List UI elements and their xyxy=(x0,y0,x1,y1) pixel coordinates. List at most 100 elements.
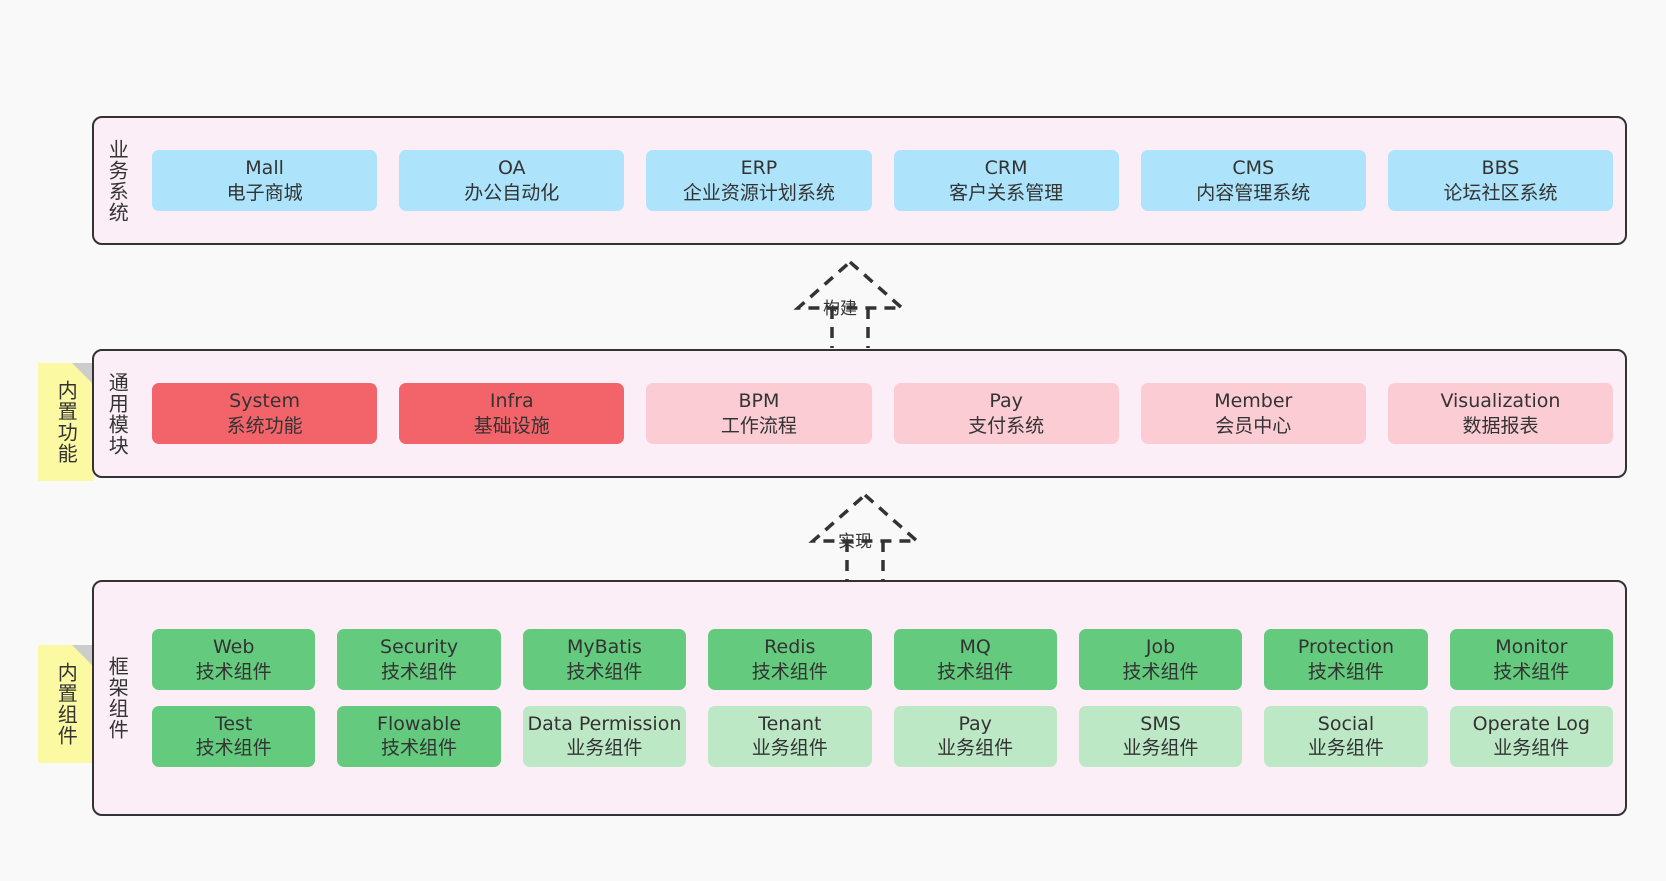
module-desc: 内容管理系统 xyxy=(1196,181,1311,204)
module-name: Redis xyxy=(764,636,816,659)
module-name: Social xyxy=(1317,713,1375,735)
module-card-mq[interactable]: MQ 技术组件 xyxy=(893,629,1057,690)
module-card-job[interactable]: Job 技术组件 xyxy=(1078,629,1243,690)
module-card-web[interactable]: Web 技术组件 xyxy=(152,629,316,690)
module-name: BPM xyxy=(738,390,780,413)
module-card-test[interactable]: Test 技术组件 xyxy=(152,706,316,767)
module-card-protection[interactable]: Protection 技术组件 xyxy=(1264,629,1428,690)
module-desc: 技术组件 xyxy=(195,660,272,683)
module-card-mybatis[interactable]: MyBatis 技术组件 xyxy=(522,629,687,690)
note-builtin-components: 内置组件 xyxy=(38,645,94,763)
module-desc: 技术组件 xyxy=(937,660,1014,683)
module-name: Test xyxy=(214,713,253,735)
module-name: CMS xyxy=(1232,157,1275,180)
module-name: Protection xyxy=(1297,636,1394,659)
layer-row: Mall 电子商城 OA 办公自动化 ERP 企业资源计划系统 CRM 客户关系… xyxy=(152,150,1614,211)
module-name: Member xyxy=(1214,390,1293,413)
connector-implement-label: 实现 xyxy=(838,532,872,552)
module-desc: 技术组件 xyxy=(381,660,458,683)
module-card-mall[interactable]: Mall 电子商城 xyxy=(152,150,378,211)
module-card-bpm[interactable]: BPM 工作流程 xyxy=(646,383,872,444)
layer-common-modules: 通用模块 System 系统功能 Infra 基础设施 BPM 工作流程 Pay… xyxy=(92,349,1627,478)
module-name: Job xyxy=(1145,636,1176,659)
module-desc: 客户关系管理 xyxy=(949,181,1064,204)
module-desc: 业务组件 xyxy=(751,737,828,760)
module-card-social[interactable]: Social 业务组件 xyxy=(1264,706,1428,767)
module-name: Web xyxy=(212,636,255,659)
module-desc: 技术组件 xyxy=(195,737,272,760)
module-desc: 业务组件 xyxy=(1307,737,1384,760)
module-name: ERP xyxy=(740,157,778,180)
module-card-crm[interactable]: CRM 客户关系管理 xyxy=(893,150,1119,211)
module-desc: 系统功能 xyxy=(226,414,303,437)
module-card-erp[interactable]: ERP 企业资源计划系统 xyxy=(646,150,872,211)
module-card-system[interactable]: System 系统功能 xyxy=(152,383,378,444)
layer-title-framework: 框架组件 xyxy=(105,656,130,740)
module-desc: 办公自动化 xyxy=(464,181,560,204)
module-desc: 支付系统 xyxy=(968,414,1045,437)
module-desc: 论坛社区系统 xyxy=(1443,181,1558,204)
note-builtin-functions: 内置功能 xyxy=(38,363,94,481)
layer-body-business: Mall 电子商城 OA 办公自动化 ERP 企业资源计划系统 CRM 客户关系… xyxy=(140,118,1625,243)
module-card-infra[interactable]: Infra 基础设施 xyxy=(399,383,625,444)
module-card-sms[interactable]: SMS 业务组件 xyxy=(1078,706,1243,767)
module-name: SMS xyxy=(1140,713,1181,735)
layer-title-common: 通用模块 xyxy=(105,371,130,456)
module-card-cms[interactable]: CMS 内容管理系统 xyxy=(1140,150,1366,211)
module-card-oa[interactable]: OA 办公自动化 xyxy=(399,150,625,211)
module-desc: 业务组件 xyxy=(1493,737,1570,760)
module-name: BBS xyxy=(1481,157,1520,180)
layer-body-framework: Web 技术组件 Security 技术组件 MyBatis 技术组件 Redi… xyxy=(140,582,1625,814)
module-name: Operate Log xyxy=(1472,713,1590,735)
note-fold-corner-icon xyxy=(72,363,94,385)
module-name: MyBatis xyxy=(566,636,642,659)
module-name: Pay xyxy=(958,713,992,735)
module-desc: 技术组件 xyxy=(1307,660,1384,683)
module-desc: 技术组件 xyxy=(381,737,458,760)
module-card-tenant[interactable]: Tenant 业务组件 xyxy=(708,706,872,767)
note-text: 内置组件 xyxy=(54,662,79,746)
layer-business-systems: 业务系统 Mall 电子商城 OA 办公自动化 ERP 企业资源计划系统 CRM… xyxy=(92,116,1627,245)
layer-framework-components: 框架组件 Web 技术组件 Security 技术组件 MyBatis 技术组件… xyxy=(92,580,1627,816)
connector-build-label: 构建 xyxy=(823,299,857,319)
module-card-redis[interactable]: Redis 技术组件 xyxy=(708,629,872,690)
module-name: Data Permission xyxy=(527,713,682,735)
module-card-visualization[interactable]: Visualization 数据报表 xyxy=(1387,383,1614,444)
module-card-member[interactable]: Member 会员中心 xyxy=(1140,383,1366,444)
module-card-pay[interactable]: Pay 支付系统 xyxy=(893,383,1119,444)
module-card-bbs[interactable]: BBS 论坛社区系统 xyxy=(1387,150,1614,211)
module-card-security[interactable]: Security 技术组件 xyxy=(337,629,501,690)
module-card-data-permission[interactable]: Data Permission 业务组件 xyxy=(522,706,687,767)
module-desc: 基础设施 xyxy=(473,414,550,437)
module-desc: 技术组件 xyxy=(751,660,828,683)
module-card-pay-business[interactable]: Pay 业务组件 xyxy=(893,706,1057,767)
module-desc: 企业资源计划系统 xyxy=(682,181,835,204)
layer-body-common: System 系统功能 Infra 基础设施 BPM 工作流程 Pay 支付系统… xyxy=(140,351,1625,476)
module-name: System xyxy=(229,390,301,413)
module-card-operate-log[interactable]: Operate Log 业务组件 xyxy=(1449,706,1613,767)
module-desc: 业务组件 xyxy=(566,737,643,760)
module-desc: 会员中心 xyxy=(1215,414,1292,437)
module-card-monitor[interactable]: Monitor 技术组件 xyxy=(1449,629,1613,690)
module-name: Flowable xyxy=(377,713,462,735)
module-name: CRM xyxy=(984,157,1028,180)
module-desc: 工作流程 xyxy=(720,414,797,437)
module-name: Pay xyxy=(989,390,1023,413)
note-text: 内置功能 xyxy=(54,380,79,464)
layer-row: System 系统功能 Infra 基础设施 BPM 工作流程 Pay 支付系统… xyxy=(152,383,1614,444)
note-fold-corner-icon xyxy=(72,645,94,667)
module-name: Monitor xyxy=(1495,636,1568,659)
module-card-flowable[interactable]: Flowable 技术组件 xyxy=(337,706,501,767)
module-name: Infra xyxy=(489,390,534,413)
module-name: Mall xyxy=(245,157,284,180)
module-name: Tenant xyxy=(758,713,822,735)
module-name: MQ xyxy=(959,636,991,659)
module-name: Visualization xyxy=(1440,390,1561,413)
module-name: Security xyxy=(380,636,459,659)
module-name: OA xyxy=(497,157,526,180)
module-desc: 技术组件 xyxy=(1122,660,1199,683)
module-desc: 业务组件 xyxy=(937,737,1014,760)
module-desc: 技术组件 xyxy=(1493,660,1570,683)
module-desc: 技术组件 xyxy=(566,660,643,683)
